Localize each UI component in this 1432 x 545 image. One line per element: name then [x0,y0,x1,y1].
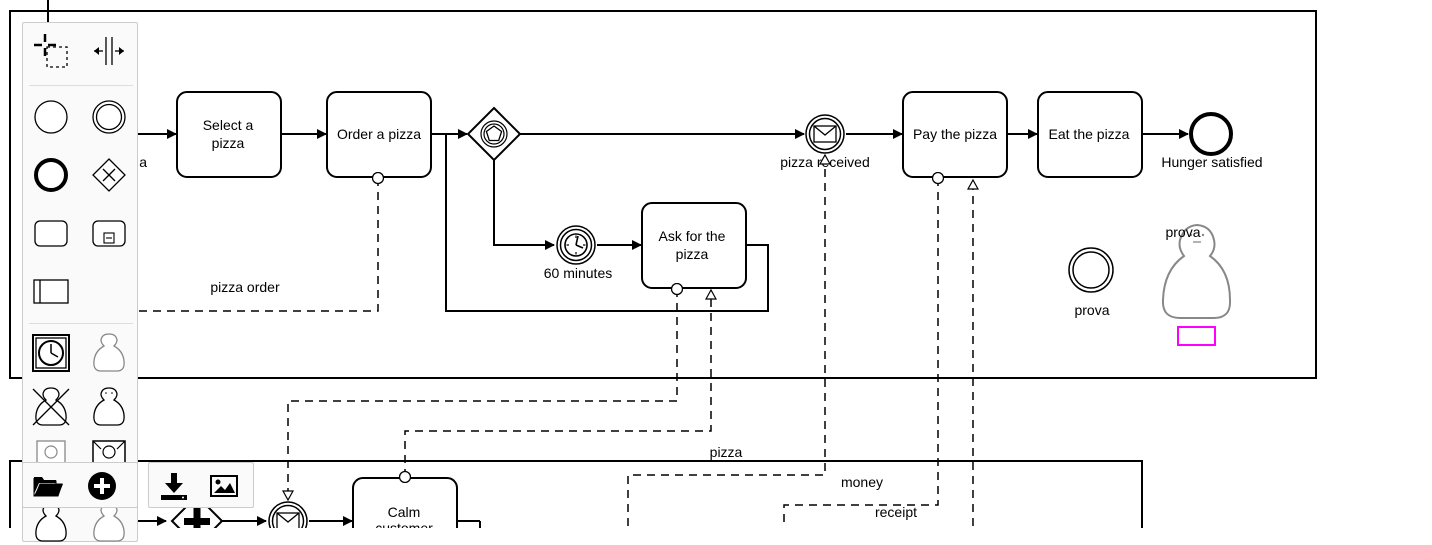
pizza-received-event[interactable] [805,114,845,154]
task-icon [34,220,68,247]
subprocess-tool[interactable] [87,211,131,255]
bpmn-canvas[interactable]: Select a pizza Order a pizza Ask for the… [0,0,1432,528]
task-eat-label: Eat the pizza [1049,126,1130,142]
export-toolbar [148,462,254,508]
task-order-label: Order a pizza [337,126,421,142]
actor-tool[interactable] [87,385,131,429]
receipt-label: receipt [875,504,917,520]
task-select-pizza[interactable]: Select a pizza [176,91,282,178]
gateway-icon [92,158,126,192]
task-ask-label-1: Ask for the [659,228,726,244]
task-ask-label-2: pizza [676,246,709,262]
pool-tool[interactable] [29,269,73,313]
task-calm-label-1: Calm [388,504,421,520]
space-tool-icon [94,37,124,65]
task-calm-customer[interactable]: Calm customer [352,477,458,528]
clock-icon [566,235,586,255]
task-tool[interactable] [29,211,73,255]
add-button[interactable] [85,469,119,503]
hunger-satisfied-end-event[interactable] [1189,112,1233,156]
task-calm-label-2: customer [375,520,433,528]
task-order-pizza[interactable]: Order a pizza [326,91,432,178]
actor-removed-tool[interactable] [29,385,73,429]
money-label: money [841,474,883,490]
message-catch-event-bottom[interactable] [268,501,308,528]
task-eat-pizza[interactable]: Eat the pizza [1037,91,1143,178]
task-ask-for-pizza[interactable]: Ask for the pizza [641,202,747,289]
end-event-icon [34,158,68,192]
file-toolbar [22,462,138,508]
intermediate-event-tool[interactable] [87,95,131,139]
timer-intermediate-event[interactable] [556,225,596,265]
task-pay-pizza[interactable]: Pay the pizza [902,91,1008,178]
prova-intermediate-event[interactable] [1068,247,1114,293]
subprocess-icon [92,220,126,247]
selection-box [1177,326,1216,346]
message-flow-pizza[interactable] [627,155,825,528]
envelope-icon [813,125,837,143]
actor-tool-gray[interactable] [87,331,131,375]
actor-gray-icon [93,333,125,372]
start-event-label: a [139,154,147,170]
download-button[interactable] [157,469,191,503]
pentagon-icon [485,125,503,142]
end-event-label: Hunger satisfied [1161,154,1262,170]
plus-circle-icon [88,472,116,500]
actor-removed-icon [32,387,70,426]
timer-event-label: 60 minutes [544,265,612,281]
actor-bottom-icon [35,503,67,542]
start-event-tool[interactable] [29,95,73,139]
task-pay-label: Pay the pizza [913,126,997,142]
space-tool-button[interactable] [87,29,131,73]
actor-bottom-gray-icon [93,503,125,542]
task-select-label-1: Select a [203,117,254,133]
intermediate-event-icon [92,100,126,134]
start-event-icon [34,100,68,134]
image-icon [210,475,238,497]
folder-open-icon [33,477,63,497]
message-flow-ask[interactable] [288,289,677,500]
gateway-tool[interactable] [87,153,131,197]
event-based-gateway[interactable] [466,106,522,162]
message-flow-calm[interactable] [405,290,711,477]
pizza-order-label: pizza order [210,279,280,295]
actor-icon [93,387,125,426]
end-event-tool[interactable] [29,153,73,197]
flow-gateway-timer[interactable] [493,160,555,250]
export-image-button[interactable] [207,469,241,503]
prova-actor-label: prova [1165,224,1200,240]
open-file-button[interactable] [31,469,65,503]
timer-actor-icon [32,334,70,372]
pool-icon [33,279,69,304]
lasso-tool-icon [34,34,68,68]
prova-actor[interactable] [1161,223,1232,346]
customer-pool[interactable] [9,10,1317,379]
pizza-label: pizza [710,444,743,460]
timer-actor-tool[interactable] [29,331,73,375]
envelope-icon [276,512,300,528]
prova-event-label: prova [1074,302,1109,318]
task-select-label-2: pizza [212,135,245,151]
parallel-gateway[interactable] [170,494,224,528]
tool-palette [22,22,138,542]
download-icon [161,473,187,500]
hand-tool-button[interactable] [29,29,73,73]
